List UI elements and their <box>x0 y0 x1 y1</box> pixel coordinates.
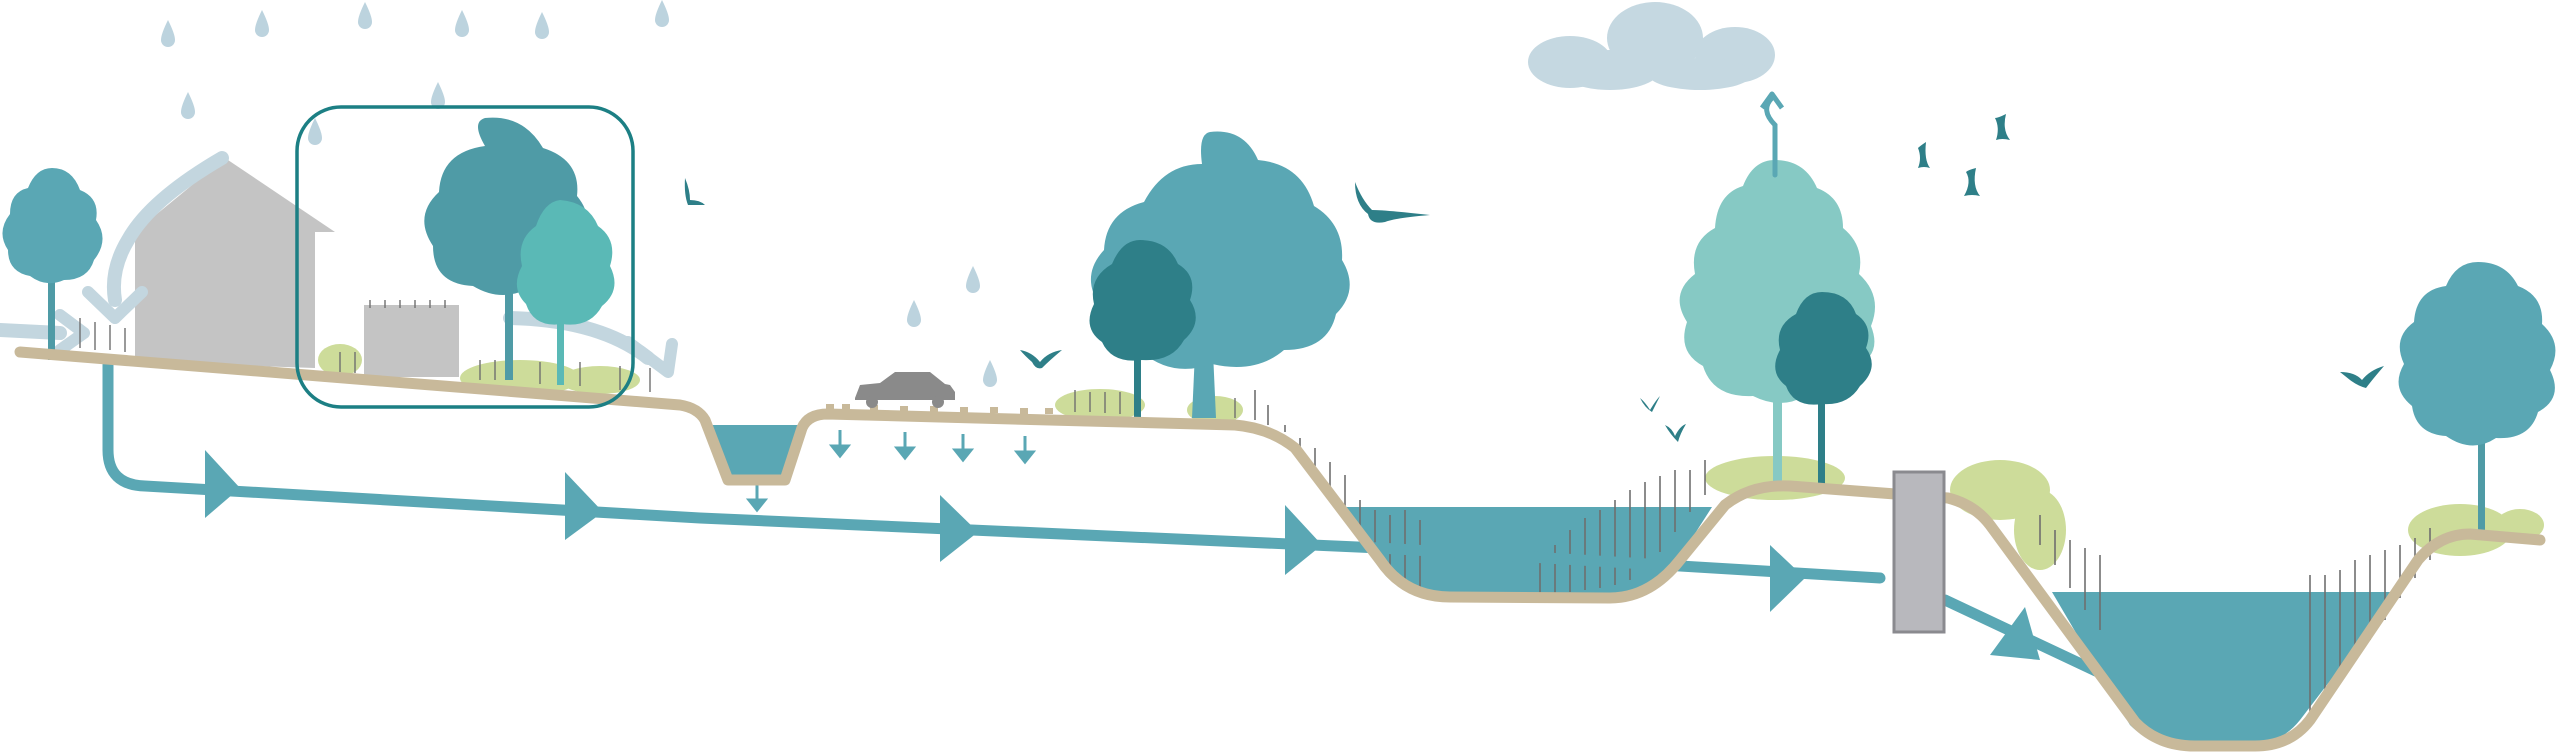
tree-icon <box>2398 262 2556 538</box>
flow-arrow-icon <box>82 286 148 324</box>
rain-drop-icon <box>358 2 372 29</box>
rain-drop-icon <box>907 300 921 327</box>
bird-icon <box>1640 396 1660 412</box>
flow-arrow-icon <box>205 450 240 518</box>
flow-arrow-icon <box>940 495 978 562</box>
bird-icon <box>1964 168 1980 196</box>
bird-icon <box>1995 114 2010 140</box>
rain-drop-icon <box>655 0 669 27</box>
permeable-pavement <box>826 404 1053 414</box>
rain-drop-icon <box>966 266 980 293</box>
tree-icon <box>1679 91 1875 490</box>
rain-drops <box>161 0 997 387</box>
bird-icon <box>1020 350 1062 369</box>
garden-wall <box>364 305 459 377</box>
trees <box>2 91 2556 538</box>
car-icon <box>855 372 955 408</box>
flow-arrow-icon <box>1770 545 1805 612</box>
cloud-icon <box>1528 2 1775 90</box>
rain-drop-icon <box>255 10 269 37</box>
flow-arrow-icon <box>565 472 603 540</box>
tree-icon <box>516 200 615 385</box>
water-bodies <box>710 425 2398 745</box>
rain-drop-icon <box>308 118 322 145</box>
rain-drop-icon <box>161 20 175 47</box>
highlight-frame <box>295 105 635 409</box>
rain-drop-icon <box>535 12 549 39</box>
bird-icon <box>684 178 705 205</box>
rain-drop-icon <box>431 82 445 109</box>
weir-icon <box>1892 470 1946 634</box>
bird-icon <box>1918 142 1930 168</box>
groundwater-flow <box>102 359 2121 686</box>
rain-drop-icon <box>181 92 195 119</box>
infiltration-arrows <box>745 430 1037 513</box>
reeds <box>1254 390 2431 720</box>
birds <box>684 114 2384 442</box>
house-icon <box>135 158 459 377</box>
lake-water <box>2052 592 2398 745</box>
rain-drop-icon <box>455 10 469 37</box>
tree-icon <box>2 168 103 360</box>
grass <box>79 300 1236 418</box>
bird-icon <box>1665 424 1686 442</box>
flow-arrow-icon <box>1285 505 1322 575</box>
bird-icon <box>2340 366 2384 388</box>
evaporation-arrow-icon <box>1759 91 1785 110</box>
flow-arrow-icon <box>1990 607 2040 660</box>
bird-icon <box>1355 182 1430 223</box>
tree-icon <box>1775 292 1872 485</box>
rain-drop-icon <box>983 360 997 387</box>
tree-icon <box>1089 240 1196 420</box>
swale-water <box>710 425 800 478</box>
flow-arrow-icon <box>54 309 90 356</box>
flow-arrow-icon <box>622 336 678 378</box>
ground-profile <box>14 346 2546 752</box>
